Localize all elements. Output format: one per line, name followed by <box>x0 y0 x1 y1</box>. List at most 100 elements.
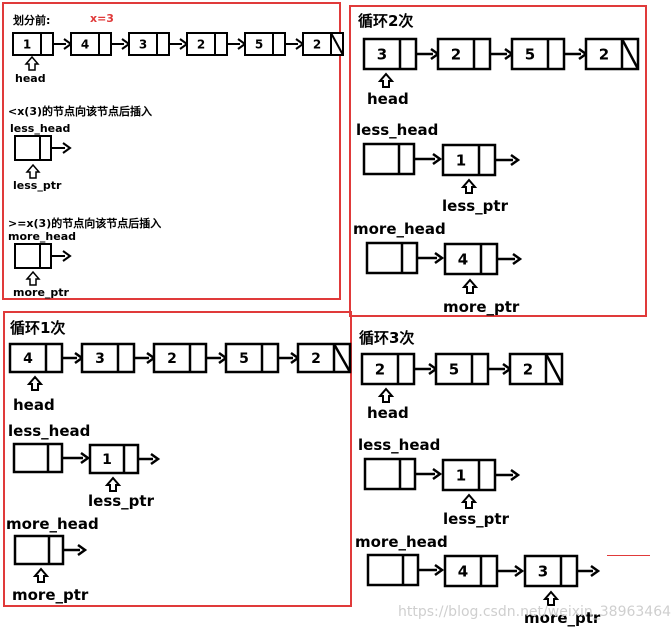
pd-less-head-arrow-head <box>432 467 443 481</box>
panel-d-less-ptr: less_ptr <box>443 510 509 528</box>
pa-list-node-3-value: 3 <box>139 37 147 51</box>
pb-list-node-5-value: 2 <box>311 351 321 367</box>
panel-c-title: 循环2次 <box>358 12 414 30</box>
panel-a-title: 划分前: <box>13 14 51 27</box>
pb-list-node-1-box <box>8 342 64 374</box>
panel-c-less-head: less_head <box>356 121 439 139</box>
pb-more-ptr-icon <box>32 567 50 583</box>
pa-less-ptr-icon <box>25 163 41 179</box>
panel-d-more-ptr: more_ptr <box>524 609 601 627</box>
pc-list-node-2-value: 2 <box>451 45 461 63</box>
panel-a-more-ptr: more_ptr <box>13 286 69 299</box>
panel-b-less-ptr: less_ptr <box>88 492 154 510</box>
pa-list-node-5-box <box>244 32 286 56</box>
pb-list-node-2-box <box>80 342 136 374</box>
pc-less-node-1-box <box>441 143 497 177</box>
panel-c-head-label: head <box>367 90 409 108</box>
pc-more-ptr-icon <box>461 278 479 294</box>
pd-list-node-3-value: 2 <box>523 360 533 378</box>
pd-less-node-1-value: 1 <box>456 466 466 484</box>
pc-list-node-1-box <box>362 37 418 71</box>
panel-a-less-text: <x(3)的节点向该节点后插入 <box>8 105 153 118</box>
panel-b-title: 循环1次 <box>10 319 66 337</box>
pc-list-node-4-value: 2 <box>599 45 609 63</box>
panel-d-title: 循环3次 <box>359 329 415 347</box>
pc-more-node-1-value: 4 <box>458 250 468 268</box>
watermark: https://blog.csdn.net/weixin_38963464 <box>398 604 671 620</box>
pa-more-ptr-icon <box>25 270 41 286</box>
pa-list-node-4-value: 2 <box>197 37 205 51</box>
pd-less-ptr-icon <box>460 493 478 509</box>
pc-list-node-2-box <box>436 37 492 71</box>
panel-c-less-ptr: less_ptr <box>442 197 508 215</box>
pb-less-ptr-icon <box>104 476 122 492</box>
pa-less-arrow-head <box>62 142 72 154</box>
pb-list-node-1-value: 4 <box>23 351 33 367</box>
pb-list-node-5-null-mark <box>332 343 352 373</box>
pc-list-node-3-box <box>510 37 566 71</box>
pd-list-node-2-box <box>434 352 490 386</box>
pb-head-pointer-icon <box>26 375 44 391</box>
pb-list-node-3-box <box>152 342 208 374</box>
panel-loop-2 <box>349 5 647 317</box>
x-value-label: x=3 <box>90 12 114 25</box>
pa-head-pointer-icon <box>24 55 40 71</box>
panel-before-partition <box>2 2 341 300</box>
pa-list-node-3-box <box>128 32 170 56</box>
pb-list-node-3-value: 2 <box>167 351 177 367</box>
pc-list-node-1-value: 3 <box>377 45 387 63</box>
panel-d-less-head: less_head <box>358 436 441 454</box>
panel-b-more-head: more_head <box>6 515 99 533</box>
pd-list-node-3-null-mark <box>544 353 564 385</box>
pc-more-node-box <box>365 241 419 275</box>
pa-list-node-6-null-mark <box>330 32 344 56</box>
pb-more-arrow-head <box>77 543 88 557</box>
pd-more-node-box <box>366 553 420 587</box>
pc-head-pointer-icon <box>377 72 395 88</box>
pd-more-arrow-1-head <box>514 564 525 578</box>
pc-more-node-1-box <box>443 242 499 276</box>
panel-b-less-head: less_head <box>8 422 91 440</box>
pc-list-node-3-value: 5 <box>525 45 535 63</box>
panel-d-head-label: head <box>367 404 409 422</box>
panel-a-more-text: >=x(3)的节点向该节点后插入 <box>8 217 162 230</box>
pd-list-node-1-box <box>360 352 416 386</box>
pd-more-node-1-box <box>443 554 499 588</box>
pb-list-node-4-box <box>224 342 280 374</box>
panel-a-less-ptr: less_ptr <box>13 179 62 192</box>
pb-less-node-1-box <box>88 443 140 475</box>
pc-more-head-arrow-head <box>434 251 445 265</box>
pc-less-head-arrow-head <box>432 152 443 166</box>
pa-list-node-1-box <box>12 32 54 56</box>
red-underline <box>607 555 650 556</box>
pa-list-node-4-box <box>186 32 228 56</box>
panel-a-less-head: less_head <box>10 122 71 135</box>
panel-c-more-ptr: more_ptr <box>443 298 520 316</box>
pd-list-node-3-box <box>508 352 564 386</box>
pb-less-node-box <box>12 442 64 474</box>
pd-more-arrow-2-head <box>590 564 601 578</box>
panel-b-more-ptr: more_ptr <box>12 586 89 604</box>
panel-loop-1 <box>3 311 352 607</box>
pa-more-node-box <box>14 243 52 269</box>
pd-list-node-2-value: 5 <box>449 360 459 378</box>
pa-less-node-box <box>14 135 52 161</box>
pd-more-ptr-icon <box>542 590 560 606</box>
pa-list-node-2-box <box>70 32 112 56</box>
pa-list-node-2-value: 4 <box>81 37 89 51</box>
panel-a-more-head: more_head <box>8 230 76 243</box>
pd-less-arrow-head <box>510 468 521 482</box>
pb-more-node-box <box>13 534 65 566</box>
pc-less-arrow-head <box>510 153 521 167</box>
pb-list-node-4-value: 5 <box>239 351 249 367</box>
pa-list-node-1-value: 1 <box>23 37 31 51</box>
pa-more-arrow-head <box>62 250 72 262</box>
pd-less-node-1-box <box>441 458 497 492</box>
pb-less-node-1-value: 1 <box>102 452 112 468</box>
pa-list-node-6-value: 2 <box>313 37 321 51</box>
pb-less-arrow-head <box>150 452 161 466</box>
pd-head-pointer-icon <box>377 387 395 403</box>
pa-list-node-5-value: 5 <box>255 37 263 51</box>
pd-more-head-arrow-head <box>434 563 445 577</box>
